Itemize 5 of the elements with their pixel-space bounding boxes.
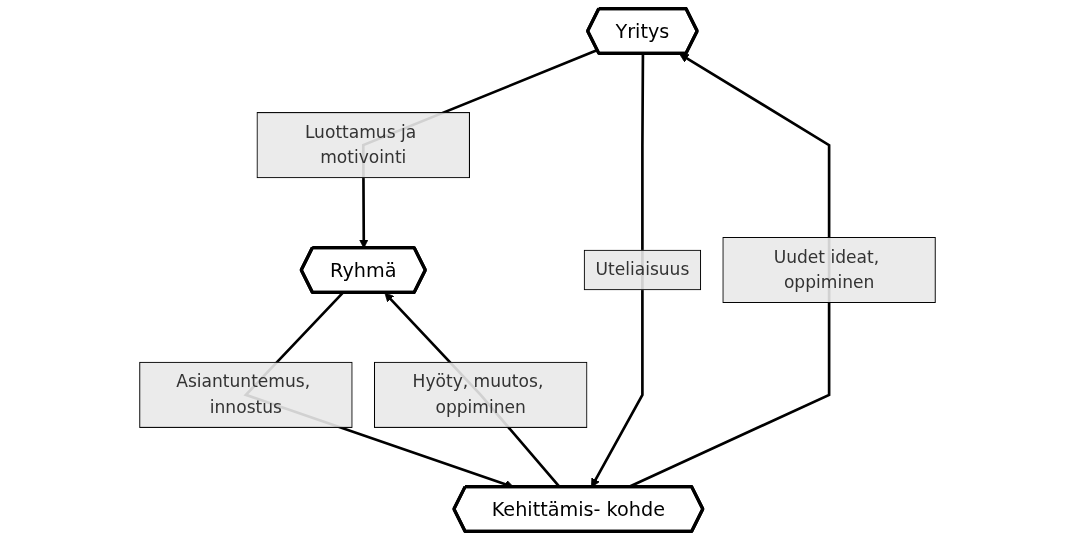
- edge-label: Uteliaisuus: [595, 259, 690, 280]
- edge-label: Luottamus ja motivointi: [304, 121, 417, 168]
- edge-label: Hyöty, muutos, oppiminen: [412, 371, 544, 418]
- edge-label: Asiantuntemus, innostus: [176, 371, 311, 418]
- edge-label: Uudet ideat, oppiminen: [773, 246, 880, 293]
